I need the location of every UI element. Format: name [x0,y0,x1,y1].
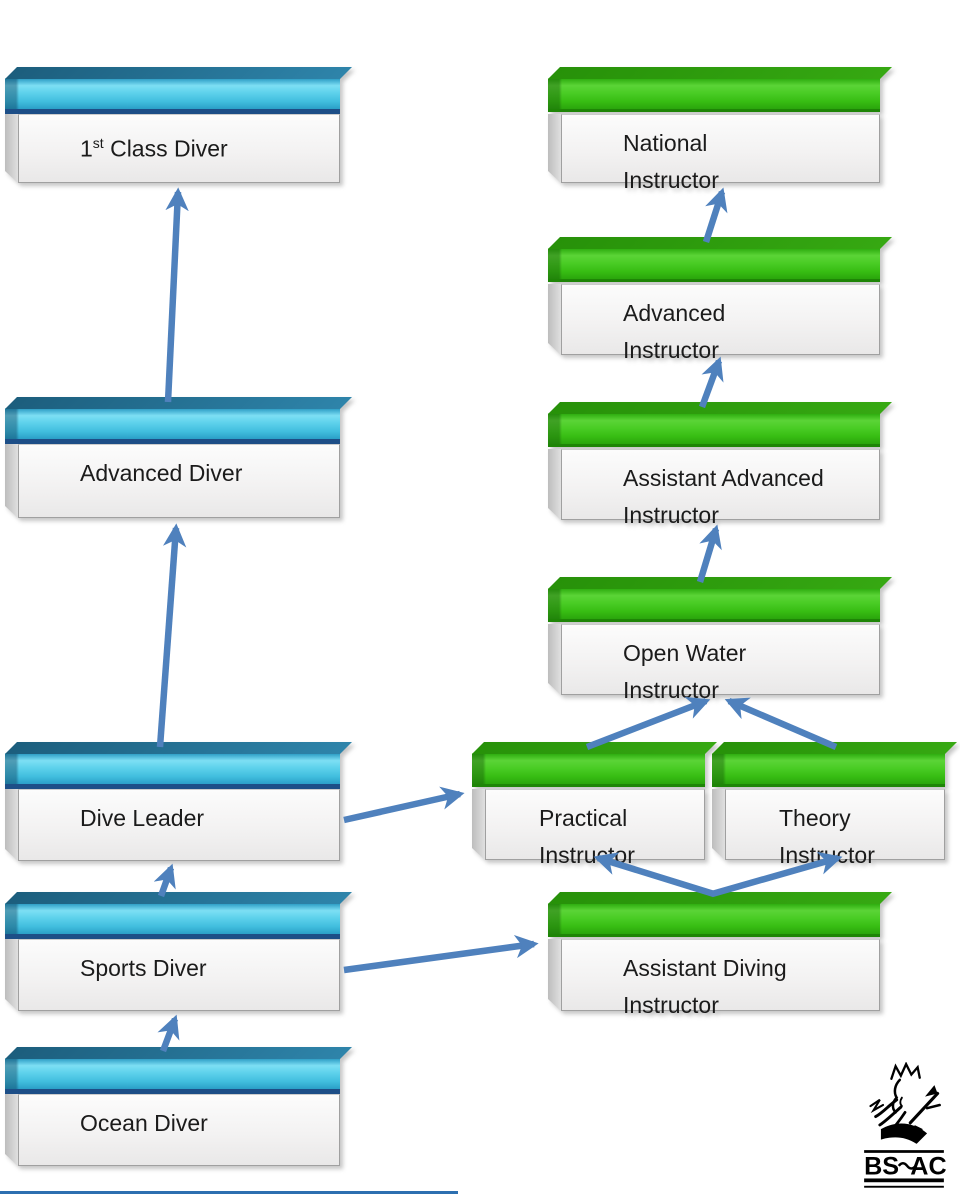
logo-wave-icon [897,1162,917,1170]
box-left-face [472,789,485,860]
box-body [18,789,340,861]
bottom-edge-line [0,1191,458,1194]
box-ocean-diver: Ocean Diver [5,1058,340,1166]
box-left-face [5,1094,18,1166]
box-body [561,114,880,183]
box-label: Advanced Diver [80,460,243,486]
box-body [561,939,880,1011]
box-body [561,284,880,355]
box-left-face [5,444,18,518]
box-body [561,624,880,695]
logo-text-left: BS [864,1152,899,1180]
box-left-face [548,624,561,695]
box-left-face [548,114,561,183]
box-header-band [5,78,340,114]
arrow-theory-instructor-to-open-water-instructor [724,697,838,750]
box-body [485,789,705,860]
box-header-band [5,753,340,789]
arrow-advanced-instructor-to-national-instructor [702,187,728,243]
box-header-band [712,753,945,787]
box-header-band [5,1058,340,1094]
box-header-band [548,903,880,937]
bsac-logo: BS AC [864,1062,947,1188]
arrow-open-water-instructor-to-assistant-advanced-instructor [696,524,722,583]
box-header-band [548,588,880,622]
box-advanced-diver: Advanced Diver [5,408,340,518]
box-body [18,939,340,1011]
box-left-face [548,449,561,520]
box-header-band [5,903,340,939]
box-dive-leader: Dive Leader [5,753,340,861]
logo-top-rule [864,1150,944,1153]
box-body [561,449,880,520]
box-left-face [5,789,18,861]
box-label: Sports Diver [80,955,207,981]
box-header-band [548,413,880,447]
arrow-advanced-diver-to-first-class-diver [164,187,189,403]
neptune-icon [869,1062,941,1134]
logo-bottom-rule-thin [864,1185,944,1188]
box-body [18,114,340,183]
box-body [18,1094,340,1166]
box-header-band [472,753,705,787]
arrow-dive-leader-to-practical-instructor [343,786,465,824]
box-label: 1st Class Diver [80,135,228,162]
box-left-face [548,939,561,1011]
box-body [18,444,340,518]
box-body [725,789,945,860]
box-header-band [5,408,340,444]
neptune-icon-fills [880,1085,938,1144]
box-left-face [548,284,561,355]
logo-bottom-rule-thick [864,1178,944,1183]
arrow-sports-diver-to-assistant-diving-instructor [343,934,539,974]
box-label: Ocean Diver [80,1110,208,1136]
box-first-class-diver: 1st Class Diver [5,78,340,183]
box-header-band [548,78,880,112]
box-left-face [5,939,18,1011]
arrow-dive-leader-to-advanced-diver [156,523,187,748]
box-left-face [712,789,725,860]
box-left-face [5,114,18,183]
box-label: Dive Leader [80,805,205,831]
box-sports-diver: Sports Diver [5,903,340,1011]
box-header-band [548,248,880,282]
logo-text-right: AC [910,1152,946,1180]
